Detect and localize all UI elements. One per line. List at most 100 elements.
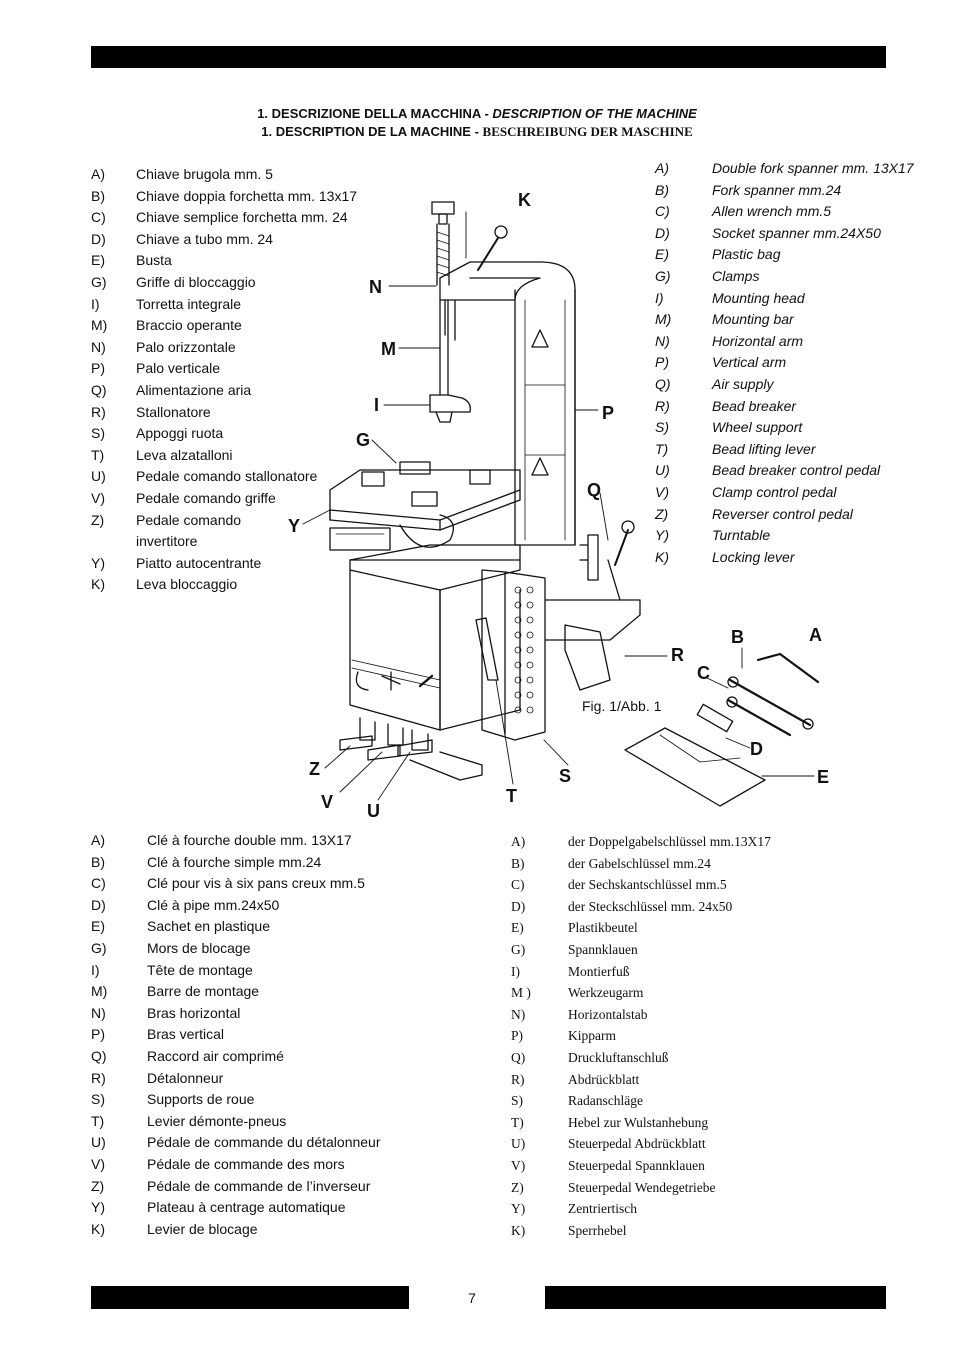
list-item: K)Locking lever — [655, 548, 795, 565]
heading-en: DESCRIPTION OF THE MACHINE — [492, 106, 697, 121]
list-item: B)Clé à fourche simple mm.24 — [91, 853, 322, 870]
list-item: D)der Steckschlüssel mm. 24x50 — [511, 898, 733, 914]
list-item: U)Pedale comando stallonatore — [91, 468, 318, 485]
list-item: Y)Zentriertisch — [511, 1201, 637, 1217]
callout-r: R — [671, 645, 684, 665]
callout-k: K — [518, 190, 531, 210]
list-item: P)Palo verticale — [91, 360, 221, 377]
german-list: A)der Doppelgabelschlüssel mm.13X17 B)de… — [511, 831, 851, 1241]
callout-v: V — [321, 792, 334, 812]
french-list: A)Clé à fourche double mm. 13X17 B)Clé à… — [91, 830, 451, 1240]
callout-d: D — [750, 739, 763, 759]
list-item: B)Chiave doppia forchetta mm. 13x17 — [91, 187, 358, 204]
list-item: G)Mors de blocage — [91, 939, 251, 956]
list-item: S)Supports de roue — [91, 1091, 255, 1108]
list-item: Z)Reverser control pedal — [655, 505, 853, 522]
list-item: I)Montierfuß — [511, 963, 630, 979]
list-item: A)Chiave brugola mm. 5 — [91, 166, 273, 182]
callout-n: N — [369, 277, 382, 297]
list-item: G)Spannklauen — [511, 941, 638, 957]
list-item: N)Bras horizontal — [91, 1004, 241, 1021]
list-item: K)Sperrhebel — [511, 1222, 627, 1238]
list-item: P)Vertical arm — [655, 354, 787, 371]
list-item: C)Chiave semplice forchetta mm. 24 — [91, 209, 348, 226]
list-item: C)Allen wrench mm.5 — [655, 203, 832, 220]
list-item: U)Steuerpedal Abdrückblatt — [511, 1136, 706, 1152]
callout-c: C — [697, 663, 710, 683]
top-bar — [91, 46, 886, 68]
list-item: Y)Turntable — [655, 527, 771, 544]
list-item: D)Chiave a tubo mm. 24 — [91, 230, 273, 247]
list-item: R)Bead breaker — [655, 397, 797, 414]
list-item: A)Clé à fourche double mm. 13X17 — [91, 832, 352, 848]
list-item: T)Leva alzatalloni — [91, 446, 233, 463]
list-item: R)Abdrückblatt — [511, 1071, 640, 1087]
callout-b: B — [731, 627, 744, 647]
heading-fr: 1. DESCRIPTION DE LA MACHINE - — [261, 124, 483, 139]
list-item: R)Détalonneur — [91, 1069, 224, 1086]
list-item: P)Bras vertical — [91, 1026, 225, 1043]
list-item: P)Kipparm — [511, 1028, 616, 1044]
list-item: Z)Pedale comando invertitore — [91, 511, 242, 550]
list-item: K)Levier de blocage — [91, 1220, 258, 1237]
list-item: T)Levier démonte-pneus — [91, 1112, 287, 1129]
list-item: Z)Pédale de commande de l’inverseur — [91, 1177, 371, 1194]
italian-list: A)Chiave brugola mm. 5 B)Chiave doppia f… — [91, 164, 381, 596]
callout-e: E — [817, 767, 830, 787]
list-item: Z)Steuerpedal Wendegetriebe — [511, 1179, 716, 1195]
list-item: Q)Druckluftanschluß — [511, 1049, 669, 1065]
list-item: A)der Doppelgabelschlüssel mm.13X17 — [511, 834, 771, 849]
list-item: I)Tête de montage — [91, 961, 253, 978]
list-item: U)Pédale de commande du détalonneur — [91, 1134, 381, 1151]
callout-i: I — [374, 395, 380, 415]
section-heading-2: 1. DESCRIPTION DE LA MACHINE - BESCHREIB… — [0, 123, 954, 141]
callout-q: Q — [587, 480, 602, 500]
list-item: D)Clé à pipe mm.24x50 — [91, 896, 280, 913]
list-item: S)Radanschläge — [511, 1093, 643, 1109]
callout-p: P — [602, 403, 615, 423]
list-item: Q)Air supply — [655, 375, 774, 392]
list-item: B)der Gabelschlüssel mm.24 — [511, 855, 711, 871]
list-item: V)Steuerpedal Spannklauen — [511, 1157, 705, 1173]
list-item: T)Hebel zur Wulstanhebung — [511, 1114, 709, 1130]
list-item: R)Stallonatore — [91, 403, 211, 420]
list-item: M )Werkzeugarm — [511, 985, 644, 1001]
callout-t: T — [506, 786, 517, 806]
list-item: E)Sachet en plastique — [91, 918, 270, 935]
list-item: S)Wheel support — [655, 419, 803, 436]
callout-z: Z — [309, 759, 320, 779]
bottom-bar-right — [545, 1286, 886, 1309]
list-item: V)Pédale de commande des mors — [91, 1155, 345, 1172]
list-item: E)Plastikbeutel — [511, 920, 638, 936]
list-item: Y)Piatto autocentrante — [91, 554, 262, 571]
list-item: M)Mounting bar — [655, 311, 794, 328]
list-item: E)Busta — [91, 252, 172, 269]
page-number: 7 — [468, 1290, 476, 1306]
list-item: T)Bead lifting lever — [655, 440, 816, 457]
list-item: B)Fork spanner mm.24 — [655, 181, 842, 198]
callout-y: Y — [288, 516, 301, 536]
list-item: Q)Alimentazione aria — [91, 381, 252, 398]
list-item: Q)Raccord air comprimé — [91, 1047, 284, 1064]
list-item: N)Palo orizzontale — [91, 338, 236, 355]
section-heading-1: 1. DESCRIZIONE DELLA MACCHINA - DESCRIPT… — [0, 105, 954, 123]
figure-caption: Fig. 1/Abb. 1 — [582, 698, 662, 714]
heading-it: 1. DESCRIZIONE DELLA MACCHINA - — [257, 106, 493, 121]
callout-g: G — [356, 430, 371, 450]
list-item: C)Clé pour vis à six pans creux mm.5 — [91, 875, 365, 892]
list-item: C)der Sechskantschlüssel mm.5 — [511, 877, 727, 893]
list-item: N)Horizontalstab — [511, 1006, 648, 1022]
list-item: I)Torretta integrale — [91, 295, 242, 312]
list-item: G)Griffe di bloccaggio — [91, 273, 256, 290]
list-item: G)Clamps — [655, 267, 760, 284]
list-item: Y)Plateau à centrage automatique — [91, 1199, 346, 1216]
bottom-bar-left — [91, 1286, 409, 1309]
list-item: M)Barre de montage — [91, 983, 260, 1000]
list-item: I)Mounting head — [655, 289, 805, 306]
list-item: E)Plastic bag — [655, 246, 781, 263]
list-item: M)Braccio operante — [91, 317, 242, 334]
list-item: D)Socket spanner mm.24X50 — [655, 224, 881, 241]
callout-a: A — [809, 625, 822, 645]
heading-de: BESCHREIBUNG DER MASCHINE — [482, 124, 693, 139]
list-item: N)Horizontal arm — [655, 332, 804, 349]
